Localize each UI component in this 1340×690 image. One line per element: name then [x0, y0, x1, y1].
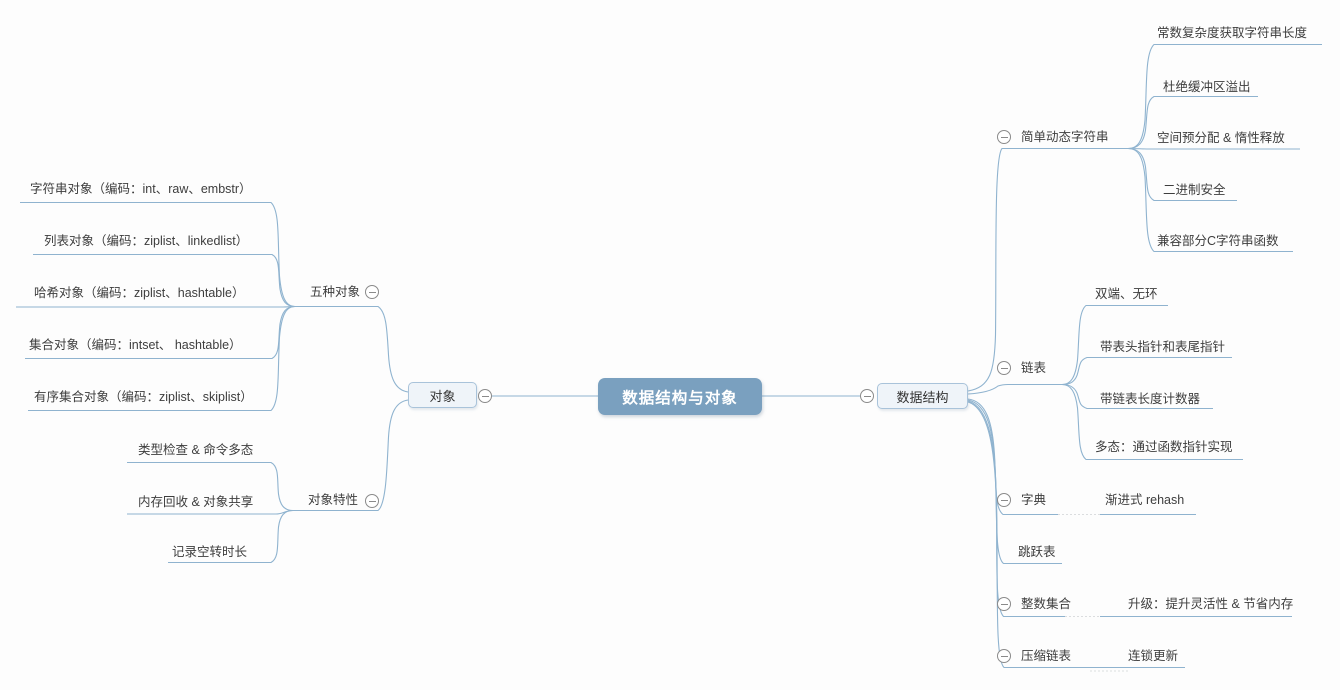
collapse-icon-sds[interactable] — [997, 130, 1011, 144]
faint-link-segments — [1058, 514, 1130, 672]
node-skiplist[interactable]: 跳跃表 — [1018, 545, 1056, 559]
node-object-features[interactable]: 对象特性 — [308, 493, 359, 507]
topic-hash-object[interactable]: 哈希对象（编码：ziplist、hashtable） — [34, 286, 245, 300]
topic-list-object[interactable]: 列表对象（编码：ziplist、linkedlist） — [44, 234, 249, 248]
topic-ll-head-tail-ptr[interactable]: 带表头指针和表尾指针 — [1100, 340, 1226, 354]
node-data-structure-label: 数据结构 — [896, 389, 949, 405]
topic-idle-time[interactable]: 记录空转时长 — [172, 545, 248, 559]
collapse-icon-object-features[interactable] — [365, 494, 379, 508]
topic-sds-o1-length[interactable]: 常数复杂度获取字符串长度 — [1157, 26, 1308, 40]
node-linkedlist[interactable]: 链表 — [1021, 361, 1047, 375]
topic-ll-double-ended[interactable]: 双端、无环 — [1095, 287, 1158, 301]
topic-sds-prealloc[interactable]: 空间预分配 & 惰性释放 — [1157, 131, 1285, 145]
node-ziplist[interactable]: 压缩链表 — [1021, 649, 1072, 663]
topic-sds-c-compat[interactable]: 兼容部分C字符串函数 — [1157, 234, 1279, 248]
topic-set-object[interactable]: 集合对象（编码：intset、 hashtable） — [29, 338, 242, 352]
root-node-label: 数据结构与对象 — [622, 389, 738, 407]
collapse-icon-five-objects[interactable] — [365, 285, 379, 299]
node-object-label: 对象 — [429, 388, 456, 404]
topic-type-check[interactable]: 类型检查 & 命令多态 — [138, 443, 254, 457]
node-intset[interactable]: 整数集合 — [1021, 597, 1072, 611]
node-sds[interactable]: 简单动态字符串 — [1021, 130, 1109, 144]
collapse-icon-linkedlist[interactable] — [997, 361, 1011, 375]
topic-ll-length-counter[interactable]: 带链表长度计数器 — [1100, 392, 1201, 406]
collapse-icon-intset[interactable] — [997, 597, 1011, 611]
node-dict[interactable]: 字典 — [1021, 493, 1047, 507]
topic-ziplist-cascade-update[interactable]: 连锁更新 — [1128, 649, 1179, 663]
node-object[interactable]: 对象 — [408, 382, 477, 408]
topic-sds-no-overflow[interactable]: 杜绝缓冲区溢出 — [1163, 80, 1251, 94]
topic-sds-binary-safe[interactable]: 二进制安全 — [1163, 183, 1226, 197]
root-node[interactable]: 数据结构与对象 — [598, 378, 762, 415]
collapse-icon-dict[interactable] — [997, 493, 1011, 507]
topic-memory-recycle[interactable]: 内存回收 & 对象共享 — [138, 495, 254, 509]
node-five-objects[interactable]: 五种对象 — [310, 285, 361, 299]
topic-ll-polymorphic[interactable]: 多态：通过函数指针实现 — [1095, 440, 1233, 454]
topic-zset-object[interactable]: 有序集合对象（编码：ziplist、skiplist） — [34, 390, 253, 404]
collapse-icon-ziplist[interactable] — [997, 649, 1011, 663]
collapse-icon-object[interactable] — [478, 389, 492, 403]
topic-string-object[interactable]: 字符串对象（编码：int、raw、embstr） — [30, 182, 252, 196]
topic-intset-upgrade[interactable]: 升级：提升灵活性 & 节省内存 — [1128, 597, 1294, 611]
collapse-icon-data-structure[interactable] — [860, 389, 874, 403]
node-data-structure[interactable]: 数据结构 — [877, 383, 968, 409]
topic-dict-rehash[interactable]: 渐进式 rehash — [1105, 493, 1185, 507]
branch-curves — [16, 43, 1322, 669]
